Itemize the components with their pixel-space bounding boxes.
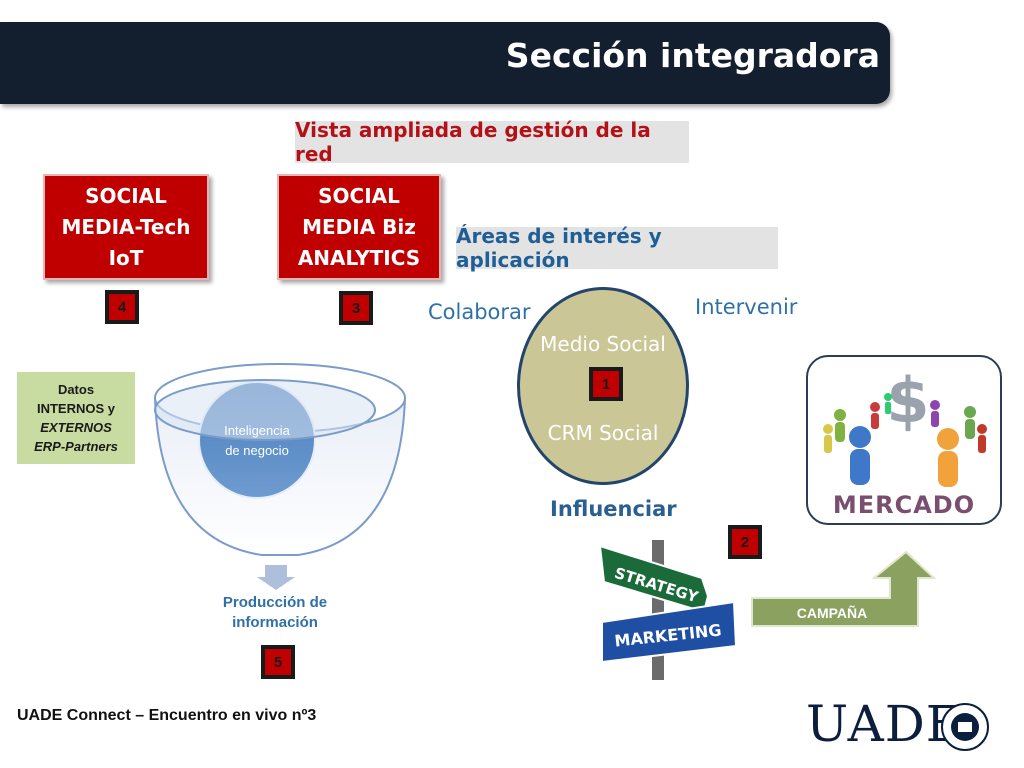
- person-icon: [823, 424, 833, 453]
- colaborar-label: Colaborar: [428, 300, 531, 324]
- footer-text: UADE Connect – Encuentro en vivo nº3: [17, 707, 317, 724]
- datos-line: EXTERNOS: [40, 420, 112, 435]
- datos-line: Datos: [57, 382, 95, 397]
- badge-4: 4: [105, 290, 139, 324]
- box-line: ANALYTICS: [297, 245, 421, 270]
- person-icon: [834, 409, 846, 442]
- uade-logo: UADE: [806, 695, 964, 753]
- funnel-output-label: Producción de información: [205, 593, 345, 633]
- page-title: Sección integradora: [505, 36, 880, 75]
- medio-social-circle: [517, 287, 689, 485]
- box-line: MEDIA-Tech: [61, 214, 191, 239]
- box-line: MEDIA Biz: [302, 214, 416, 239]
- person-icon: [884, 393, 892, 414]
- person-icon: [849, 426, 871, 485]
- market-people-icon: $: [823, 367, 987, 487]
- intervenir-label: Intervenir: [695, 295, 798, 319]
- box-line: SOCIAL: [318, 183, 400, 208]
- funnel-output-line: Producción de: [222, 594, 328, 611]
- datos-line: INTERNOS y: [36, 401, 115, 416]
- funnel-inner-line2: de negocio: [225, 443, 289, 458]
- person-icon: [964, 406, 976, 439]
- down-arrow-icon: [257, 565, 295, 590]
- campaign-label: CAMPAÑA: [797, 604, 868, 621]
- influenciar-label: Influenciar: [550, 497, 677, 521]
- person-icon: [930, 400, 940, 427]
- badge-3: 3: [339, 291, 373, 325]
- mercado-label: MERCADO: [832, 491, 976, 519]
- social-media-tech-box: SOCIAL MEDIA-Tech IoT: [43, 174, 209, 280]
- subtitle-label: Vista ampliada de gestión de la red: [295, 118, 689, 166]
- box-line: IoT: [108, 245, 144, 270]
- fundacion-uade-seal-icon: [941, 703, 989, 751]
- funnel-inner-line1: Inteligencia: [224, 423, 291, 438]
- marketing-sign: [601, 600, 738, 664]
- funnel-inner-ring: [154, 379, 376, 441]
- campaign-arrow-icon: CAMPAÑA: [751, 550, 936, 627]
- badge-2: 2: [728, 525, 762, 559]
- person-icon: [870, 402, 880, 429]
- areas-label: Áreas de interés y aplicación: [456, 224, 778, 272]
- title-bar: Sección integradora: [0, 22, 890, 104]
- mercado-card: $ MERCADO: [806, 355, 1002, 525]
- signpost-icon: STRATEGY MARKETING: [598, 540, 738, 680]
- badge-5: 5: [261, 645, 295, 679]
- crm-social-label: CRM Social: [547, 421, 659, 445]
- campaign-arrow-shape: [751, 550, 936, 627]
- funnel-diagram: Inteligencia de negocio: [153, 363, 407, 590]
- strategy-sign: [598, 544, 710, 614]
- box-line: SOCIAL: [85, 183, 167, 208]
- social-media-biz-box: SOCIAL MEDIA Biz ANALYTICS: [277, 174, 441, 280]
- funnel-output-line: información: [232, 614, 318, 631]
- person-icon: [977, 424, 987, 453]
- medio-social-label: Medio Social: [540, 332, 666, 356]
- badge-1-overlay: 1: [589, 367, 623, 401]
- person-icon: [937, 428, 959, 487]
- datos-line: ERP-Partners: [34, 439, 118, 454]
- datos-box: Datos INTERNOS y EXTERNOS ERP-Partners: [17, 372, 135, 464]
- dollar-sign-icon: $: [886, 367, 929, 437]
- signpost-pole: [652, 540, 664, 680]
